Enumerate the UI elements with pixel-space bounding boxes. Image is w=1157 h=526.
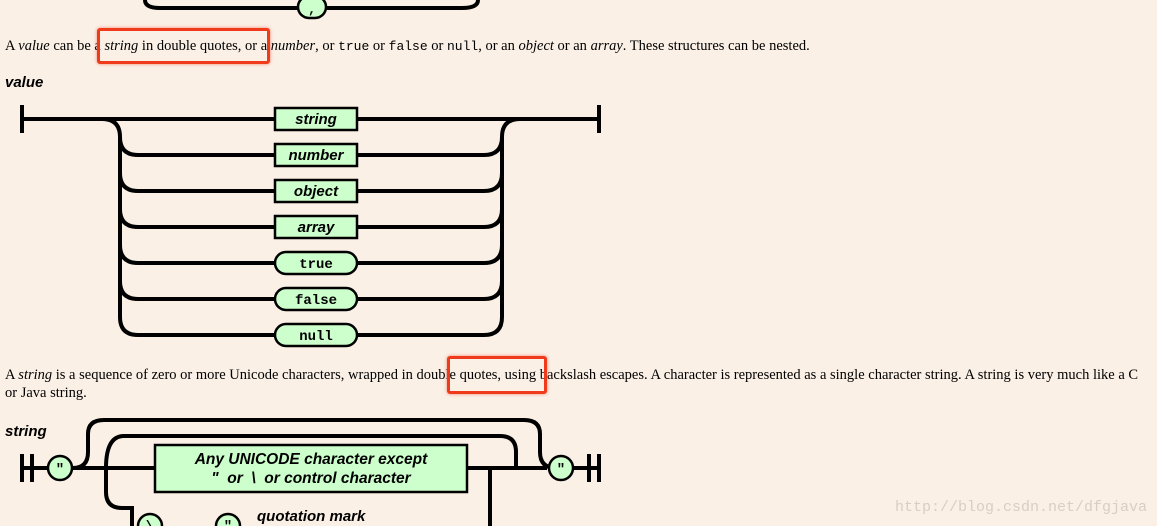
svg-text:string: string [295,111,337,128]
svg-text:true: true [299,257,333,273]
svg-text:number: number [288,147,344,164]
watermark: http://blog.csdn.net/dfgjava [894,499,1147,516]
svg-text:\: \ [146,519,154,526]
comma-token: , [308,2,316,17]
svg-text:object: object [294,183,339,200]
string-description: A string is a sequence of zero or more U… [5,367,1139,401]
close-quote-token: " [547,454,575,482]
svg-text:array: array [298,219,335,236]
svg-text:": " [56,462,64,478]
rule-box-number[interactable]: number [273,142,359,168]
rule-box-object[interactable]: object [273,178,359,204]
token-null: null [273,322,359,348]
svg-text:": " [557,462,565,478]
escape-token: \ [136,512,164,526]
rule-box-string[interactable]: string [273,106,359,132]
highlight-box-2 [447,356,547,394]
token-false: false [273,286,359,312]
previous-diagram-fragment: , [143,0,480,20]
svg-text:false: false [295,293,337,309]
value-heading: value [5,74,44,91]
highlight-box-1 [97,28,270,64]
string-diagram: " " Any UNICODE character except " or \ … [20,418,601,526]
svg-text:null: null [299,329,333,345]
unicode-char-box: Any UNICODE character except " or \ or c… [153,443,469,494]
value-diagram: string number object array true false nu… [20,105,601,348]
quotation-mark-label: quotation mark [257,508,366,525]
token-true: true [273,250,359,276]
svg-text:": " [224,519,232,526]
rule-box-array[interactable]: array [273,214,359,240]
svg-text:Any UNICODE character except: Any UNICODE character except [194,451,428,468]
svg-text:" or \ or control character: " or \ or control character [211,470,411,487]
value-description: A value can be a string in double quotes… [5,38,810,54]
escaped-quote-token: " [214,512,242,526]
open-quote-token: " [46,454,74,482]
string-heading: string [5,423,47,440]
